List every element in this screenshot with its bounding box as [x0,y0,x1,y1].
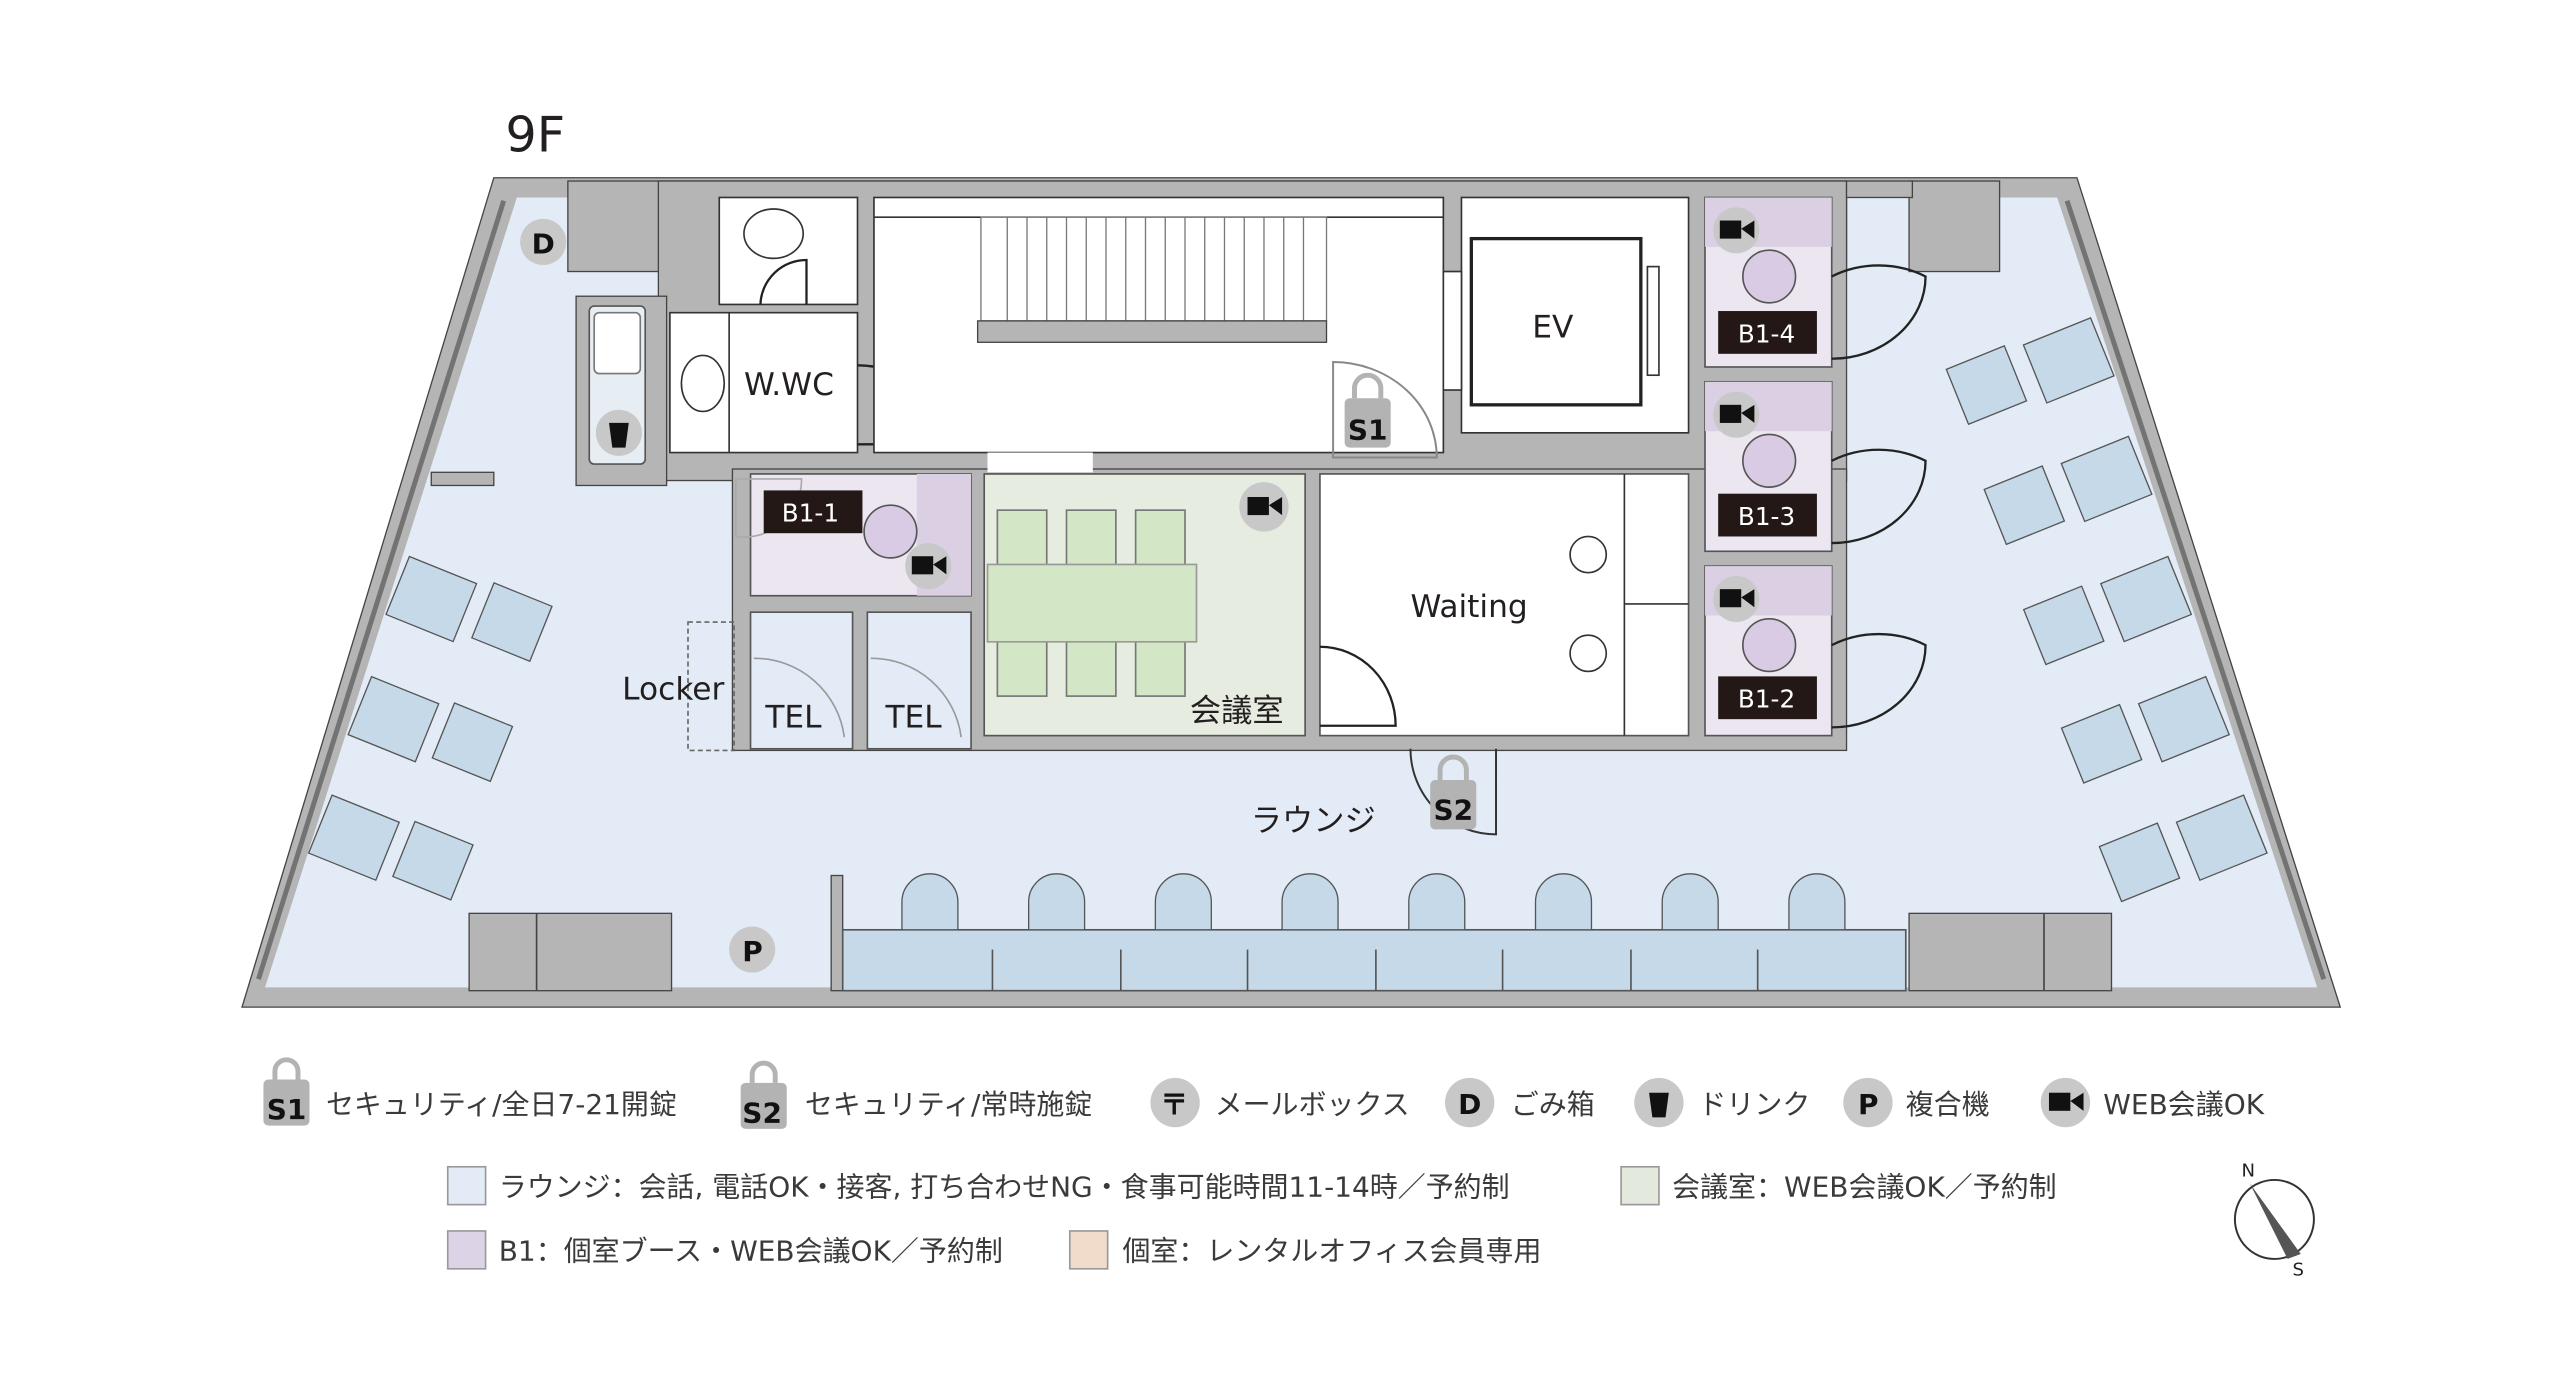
booth-b1-2[interactable]: B1-2 [1704,565,1927,737]
partition [830,874,844,992]
svg-text:S1: S1 [1348,413,1388,446]
booth-label: B1-4 [1738,319,1795,348]
tel-room-2[interactable]: TEL [866,611,972,750]
booth-label: B1-2 [1738,685,1795,714]
svg-text:N: N [2242,1161,2256,1182]
video-camera-icon [2040,1077,2091,1128]
elevator [1469,236,1643,407]
lounge-swatch [446,1165,487,1206]
floor-title: 9F [505,105,565,163]
compass-icon: N S [2233,1161,2315,1280]
meeting-swatch [1620,1165,1660,1206]
legend-area-label: 個室：レンタルオフィス会員専用 [1122,1235,1541,1268]
right-top-block [1908,180,2001,273]
mailbox-icon: 〒 [1150,1077,1200,1128]
svg-text:S2: S2 [1433,794,1473,827]
locker[interactable] [687,621,735,752]
lounge-seats-left [307,555,553,901]
legend-icons: S1 セキュリティ/全日7-21開錠 S2 セキュリティ/常時施錠 〒 メールボ… [263,1057,2265,1129]
printer-icon: P [729,926,776,973]
printer-icon: P [1843,1077,1893,1128]
booth-b1-1[interactable]: B1-1 [734,473,972,597]
booth-label: B1-1 [782,499,839,528]
locker-label: Locker [622,671,724,707]
wwc-toilet-icon [680,354,726,413]
drink-icon [595,409,642,456]
svg-text:〒: 〒 [1160,1088,1188,1121]
window-left [256,200,507,980]
meeting-table [986,563,1198,643]
lock-s2-icon: S2 [740,1060,787,1129]
booth-swatch [446,1230,487,1270]
lock-s2-icon: S2 [1430,754,1477,830]
legend-label: ドリンク [1698,1088,1810,1121]
s1-door [1332,361,1438,459]
drink-icon [1634,1077,1684,1128]
trash-icon: D [1445,1077,1495,1128]
trash-icon: D [520,218,567,265]
legend-area-label: B1：個室ブース・WEB会議OK／予約制 [499,1235,1003,1268]
meeting-room[interactable]: 会議室 [983,473,1306,737]
meeting-label: 会議室 [1190,693,1284,729]
window-right [2064,199,2327,980]
legend-label: セキュリティ/常時施錠 [805,1088,1092,1121]
stairs [980,216,1328,322]
counter-chairs [901,873,1846,931]
lounge-seats-right [1945,316,2268,903]
legend-area-label: 会議室：WEB会議OK／予約制 [1672,1170,2057,1203]
svg-text:P: P [742,935,763,968]
toilet-door [759,258,808,305]
stair-gap [987,452,1093,473]
legend-label: 複合機 [1906,1088,1990,1121]
wwc-label: W.WC [744,367,834,403]
booth-b1-3[interactable]: B1-3 [1704,380,1927,553]
tel-room-1[interactable]: TEL [749,611,854,750]
svg-text:S: S [2293,1259,2305,1280]
svg-text:S2: S2 [742,1096,782,1129]
booth-b1-4[interactable]: B1-4 [1704,196,1927,368]
ev-panel [1646,265,1660,377]
legend-label: ごみ箱 [1511,1088,1595,1121]
private-room-swatch [1068,1230,1109,1270]
toilet-icon [743,208,805,260]
booth-label: B1-3 [1738,502,1795,531]
right-top-block [1845,180,1914,199]
stair-landing [976,320,1328,343]
wall-stub [430,471,495,487]
legend-areas: ラウンジ：会話, 電話OK・接客, 打ち合わせNG・食事可能時間11-14時／予… [446,1165,2057,1270]
lock-s1-icon: S1 [1344,372,1391,448]
svg-text:D: D [532,227,555,260]
legend-label: メールボックス [1215,1088,1410,1121]
waiting-label: Waiting [1410,589,1527,625]
ev-frame [1442,270,1463,391]
svg-text:S1: S1 [267,1093,307,1126]
lock-s1-icon: S1 [263,1057,310,1126]
column [1908,912,2113,992]
waiting-room[interactable]: Waiting [1319,473,1690,737]
legend-label: WEB会議OK [2103,1088,2264,1121]
tel-label: TEL [764,699,822,735]
sink-basin [593,311,642,375]
legend-area-label: ラウンジ：会話, 電話OK・接客, 打ち合わせNG・食事可能時間11-14時／予… [499,1170,1510,1203]
column [468,912,673,992]
counter [841,928,1907,992]
lounge-label: ラウンジ [1251,803,1376,839]
ev-label: EV [1532,309,1574,345]
tel-label: TEL [884,699,942,735]
svg-text:P: P [1858,1088,1879,1121]
legend-label: セキュリティ/全日7-21開錠 [326,1088,677,1121]
svg-text:D: D [1458,1088,1481,1121]
